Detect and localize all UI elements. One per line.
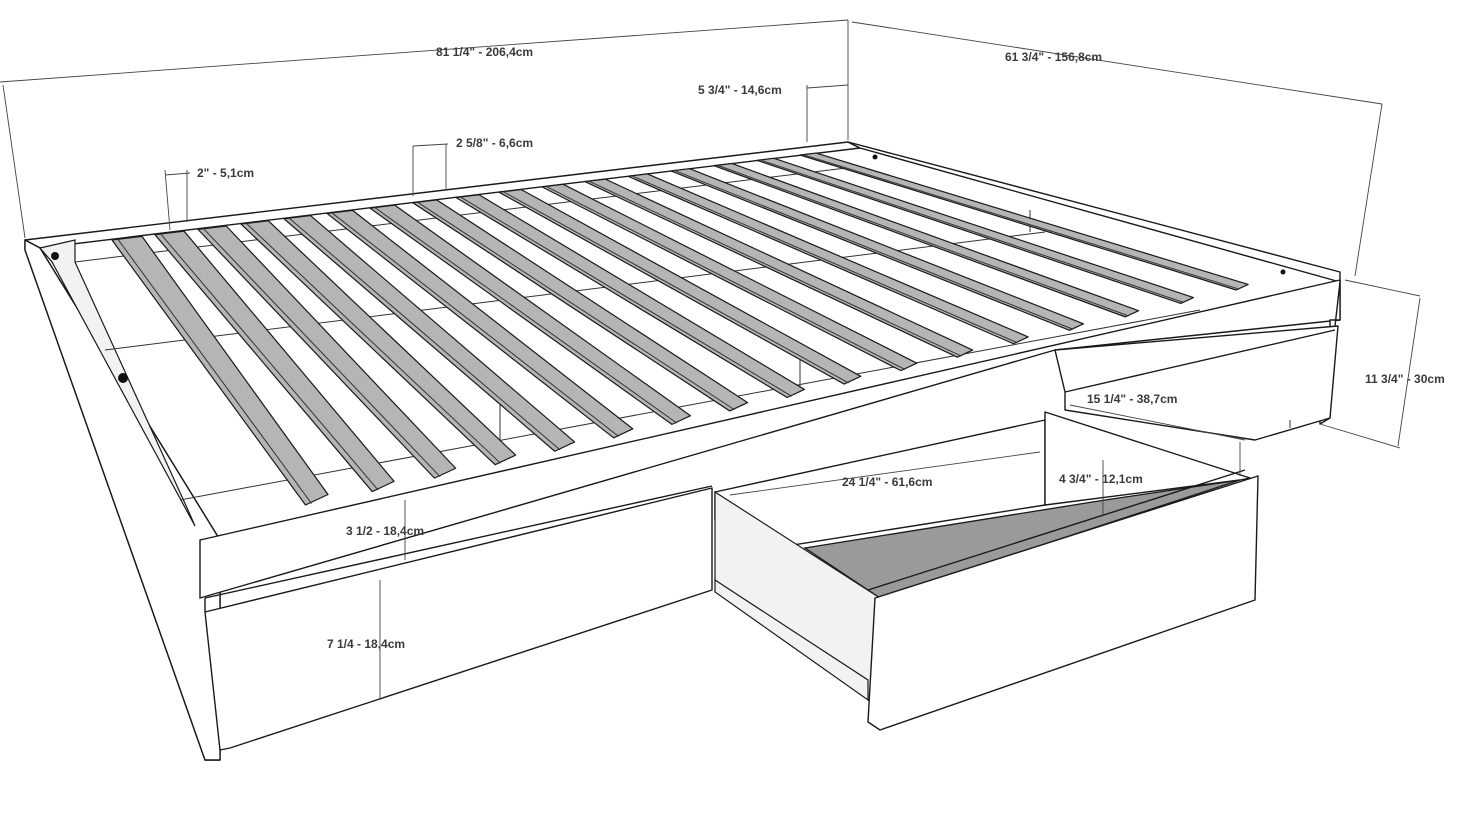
bed-slat: [627, 173, 1029, 345]
bed-slat-edge: [417, 201, 735, 411]
bed-slat-edge: [760, 159, 1185, 304]
bed-slat-edge: [288, 217, 561, 451]
bed-slat-edge: [546, 186, 906, 371]
drawer-1-top-edge: [204, 485, 713, 599]
bed-slat: [240, 220, 517, 466]
bed-slat: [455, 194, 805, 399]
bed-slat: [412, 199, 749, 412]
dimension-lines: [0, 19, 1421, 700]
bed-slat: [799, 152, 1249, 291]
bed-slat: [713, 162, 1140, 318]
bed-slat-edge: [374, 207, 678, 424]
bed-slat: [498, 188, 862, 385]
bolt: [1280, 269, 1286, 275]
bed-slat-edge: [331, 212, 620, 437]
label-drawer-length: 24 1/4" - 61,6cm: [842, 475, 932, 489]
drawer-2-right-side: [1044, 411, 1251, 506]
bed-slat-edge: [717, 164, 1129, 317]
bed-slat: [326, 209, 634, 439]
drawer-2-front-top: [867, 469, 1246, 591]
bed-slat-edge: [203, 228, 441, 478]
bolt: [51, 252, 59, 260]
bed-slat-edge: [503, 191, 849, 384]
bed-slat-edge: [631, 175, 1018, 344]
drawer-2-front: [867, 475, 1259, 731]
inner-front-rail: [179, 309, 1201, 501]
label-end-gap: 5 3/4" - 14,6cm: [698, 83, 782, 97]
label-drawer-front-height: 7 1/4 - 18,4cm: [327, 637, 405, 651]
bed-slat: [111, 235, 329, 506]
label-drawer-height: 4 3/4" - 12,1cm: [1059, 472, 1143, 486]
bolt: [118, 373, 128, 383]
label-overall-width: 61 3/4" - 156,8cm: [1005, 50, 1102, 64]
bed-slat-edge: [674, 170, 1074, 330]
label-slat-gap: 2 5/8" - 6,6cm: [456, 136, 533, 150]
bolt: [872, 154, 878, 160]
bed-slat: [283, 214, 576, 452]
front-rail: [199, 279, 1341, 599]
slats-group: [111, 152, 1249, 506]
bed-slat: [197, 225, 457, 479]
bed-slat: [369, 204, 692, 425]
drawer-3-top-edge: [1064, 329, 1336, 393]
drawer-1-front: [204, 487, 713, 751]
bed-slat-edge: [803, 154, 1240, 290]
inner-left-rail: [38, 239, 196, 527]
bed-slat: [154, 230, 395, 493]
bed-slat: [584, 178, 974, 358]
bed-slat-edge: [160, 233, 379, 491]
bed-slat-edge: [117, 239, 312, 504]
bed-slat-edge: [588, 180, 962, 357]
drawer-2-runner: [714, 578, 869, 702]
bed-slat: [541, 183, 918, 372]
label-slat-width: 2" - 5,1cm: [197, 166, 254, 180]
label-overall-height: 11 3/4" - 30cm: [1365, 372, 1445, 386]
bed-slat: [756, 157, 1195, 305]
label-drawer-depth: 15 1/4" - 38,7cm: [1087, 392, 1177, 406]
label-overall-length: 81 1/4" - 206,4cm: [436, 45, 533, 59]
label-rail-height: 3 1/2 - 18,4cm: [346, 524, 424, 538]
bed-slat: [670, 168, 1085, 331]
bed-slat-edge: [460, 196, 792, 397]
bed-slat-edge: [246, 223, 501, 464]
